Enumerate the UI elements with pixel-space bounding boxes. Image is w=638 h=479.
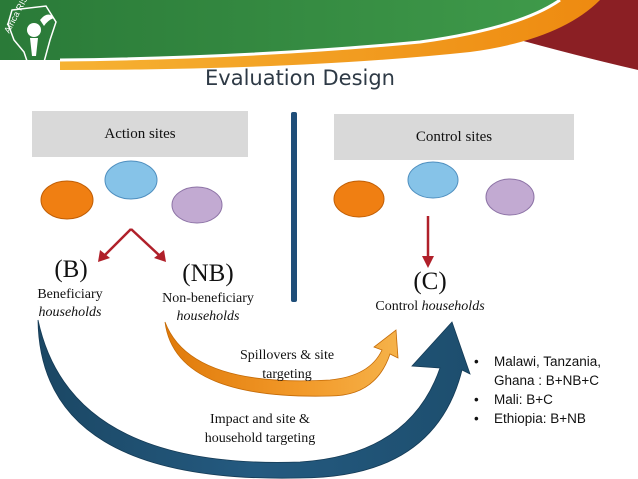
center-divider <box>291 112 297 302</box>
action-circle-blue <box>104 160 158 200</box>
action-circle-purple <box>171 186 223 224</box>
page-title: Evaluation Design <box>205 66 395 90</box>
impact-label: Impact and site & household targeting <box>204 412 316 446</box>
control-circle-purple <box>485 178 535 216</box>
group-nb-line1: Non-beneficiary <box>162 291 254 306</box>
spillover-label: Spillovers & site targeting <box>239 348 335 382</box>
group-c-line2: households <box>421 299 485 314</box>
group-b-line1: Beneficiary <box>37 287 103 302</box>
spillover-arrow <box>164 321 399 397</box>
control-circle-orange <box>333 180 385 218</box>
list-item: Ethiopia: B+NB <box>470 409 638 428</box>
control-red-arrow <box>422 216 434 268</box>
group-nb-line2: households <box>176 309 240 324</box>
control-sites-label: Control sites <box>415 128 493 145</box>
group-b-description: Beneficiary households <box>14 286 126 322</box>
control-sites-box: Control sites <box>334 114 574 160</box>
action-sites-label: Action sites <box>104 125 176 142</box>
header-banner <box>0 0 638 72</box>
action-circle-orange <box>40 180 94 220</box>
africa-rising-logo <box>7 5 57 72</box>
list-item: Mali: B+C <box>470 390 638 409</box>
banner-green-stripe <box>0 0 560 60</box>
split-red-arrows <box>98 228 166 262</box>
list-item: Malawi, Tanzania, Ghana : B+NB+C <box>470 352 638 390</box>
control-circle-blue <box>407 161 459 199</box>
group-c-description: Control households <box>352 298 508 316</box>
impact-arrow <box>37 319 471 479</box>
group-c-line1: Control <box>375 299 419 314</box>
action-sites-box: Action sites <box>32 111 248 157</box>
group-b-line2: households <box>38 305 102 320</box>
group-nb-letter: (NB) <box>182 260 234 287</box>
group-nb-description: Non-beneficiary households <box>146 290 270 326</box>
group-b-letter: (B) <box>54 256 88 283</box>
group-c-letter: (C) <box>413 268 447 295</box>
country-design-list: Malawi, Tanzania, Ghana : B+NB+C Mali: B… <box>470 352 638 428</box>
